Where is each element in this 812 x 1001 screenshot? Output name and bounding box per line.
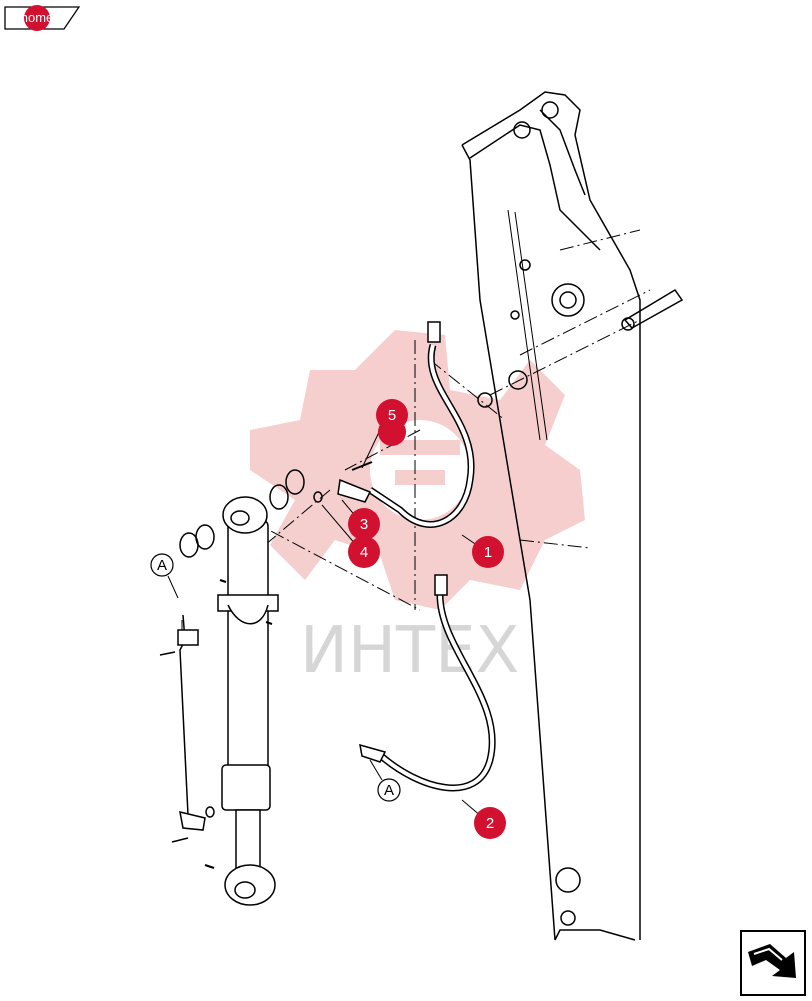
svg-text:4: 4 <box>360 544 368 561</box>
svg-text:5: 5 <box>388 407 396 424</box>
arrow-next-icon <box>740 930 806 996</box>
home-tab-icon <box>4 5 80 31</box>
svg-text:3: 3 <box>360 516 368 533</box>
boom-arm <box>461 91 684 941</box>
hose-1 <box>337 321 475 528</box>
next-page-button[interactable] <box>740 930 806 996</box>
svg-text:A: A <box>384 782 394 799</box>
hydraulic-cylinder <box>217 496 279 906</box>
callout-1[interactable]: 1 <box>472 536 504 568</box>
steel-pipe <box>159 614 206 843</box>
reference-a-bottom: A <box>369 759 401 802</box>
svg-text:1: 1 <box>484 544 492 561</box>
hose-2 <box>359 574 496 792</box>
watermark-text: ИНТЕХ <box>300 614 519 688</box>
o-rings <box>179 461 373 869</box>
reference-a-top: A <box>150 553 179 599</box>
callout-3[interactable]: 3 <box>348 508 380 540</box>
home-button[interactable]: home <box>4 3 80 31</box>
callout-4[interactable]: 4 <box>348 536 380 568</box>
watermark-gear <box>250 330 585 610</box>
svg-text:2: 2 <box>486 815 494 832</box>
svg-text:A: A <box>157 557 167 574</box>
callout-5[interactable]: 5 <box>376 399 408 446</box>
callout-2[interactable]: 2 <box>474 807 506 839</box>
